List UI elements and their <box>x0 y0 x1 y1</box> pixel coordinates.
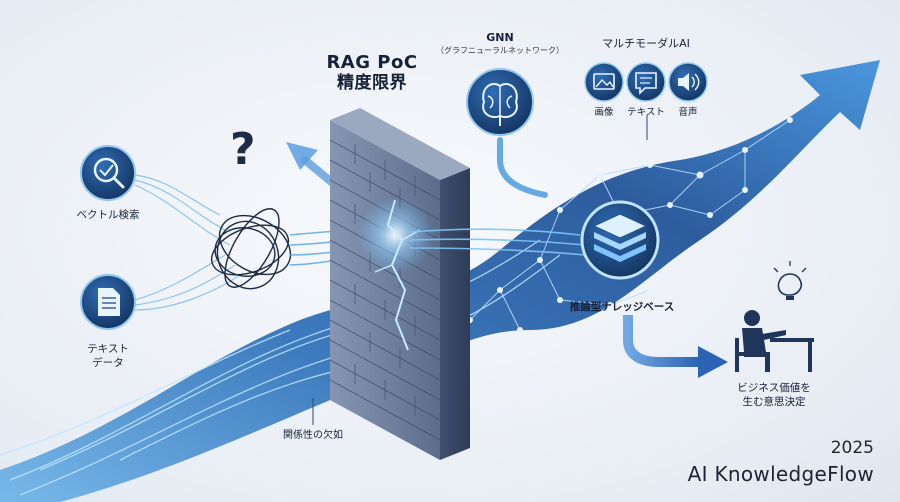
speaker-icon <box>668 62 708 102</box>
gap-label: 関係性の欠如 <box>283 430 343 441</box>
gnn-subtitle: （グラフニューラルネットワーク） <box>436 46 564 55</box>
person-idea-icon <box>735 261 814 372</box>
text-data-label: テキスト データ <box>87 342 129 370</box>
question-mark: ? <box>230 124 256 175</box>
footer-year: 2025 <box>830 438 874 458</box>
wall-title: RAG PoC 精度限界 <box>326 52 417 93</box>
deflect-arrow-head <box>286 142 318 170</box>
text-data-label-line2: データ <box>92 357 124 369</box>
outcome-label: ビジネス価値を 生む意思決定 <box>737 381 811 409</box>
outcome-label-line1: ビジネス価値を <box>737 382 811 394</box>
layered-database-icon <box>580 200 660 280</box>
multimodal-item-audio: 音声 <box>678 107 698 118</box>
text-data-label-line1: テキスト <box>87 343 129 355</box>
wall-title-line2: 精度限界 <box>336 73 407 93</box>
footer-brand: AI KnowledgeFlow <box>687 462 874 486</box>
through-wall-streams <box>409 228 586 256</box>
outcome-arrow-head <box>698 346 728 378</box>
input-streams <box>134 174 241 311</box>
chat-bubble-icon <box>626 62 666 102</box>
vector-search-icon <box>80 145 136 201</box>
tangled-knot <box>210 208 292 290</box>
document-icon <box>80 274 136 330</box>
gnn-connector <box>497 137 548 198</box>
vector-search-label: ベクトル検索 <box>76 209 140 221</box>
brick-wall <box>329 108 470 460</box>
flow-ribbon <box>0 60 880 502</box>
image-icon <box>584 62 624 102</box>
outcome-arrow <box>623 315 700 367</box>
multimodal-item-text: テキスト <box>627 107 665 118</box>
multimodal-title: マルチモーダルAI <box>602 37 690 50</box>
multimodal-item-image: 画像 <box>594 107 614 118</box>
knowledge-base-label: 推論型ナレッジベース <box>569 301 675 313</box>
wall-title-line1: RAG PoC <box>326 52 418 73</box>
brain-icon <box>466 68 534 136</box>
outcome-label-line2: 生む意思決定 <box>742 396 806 408</box>
gnn-title: GNN <box>486 31 514 44</box>
